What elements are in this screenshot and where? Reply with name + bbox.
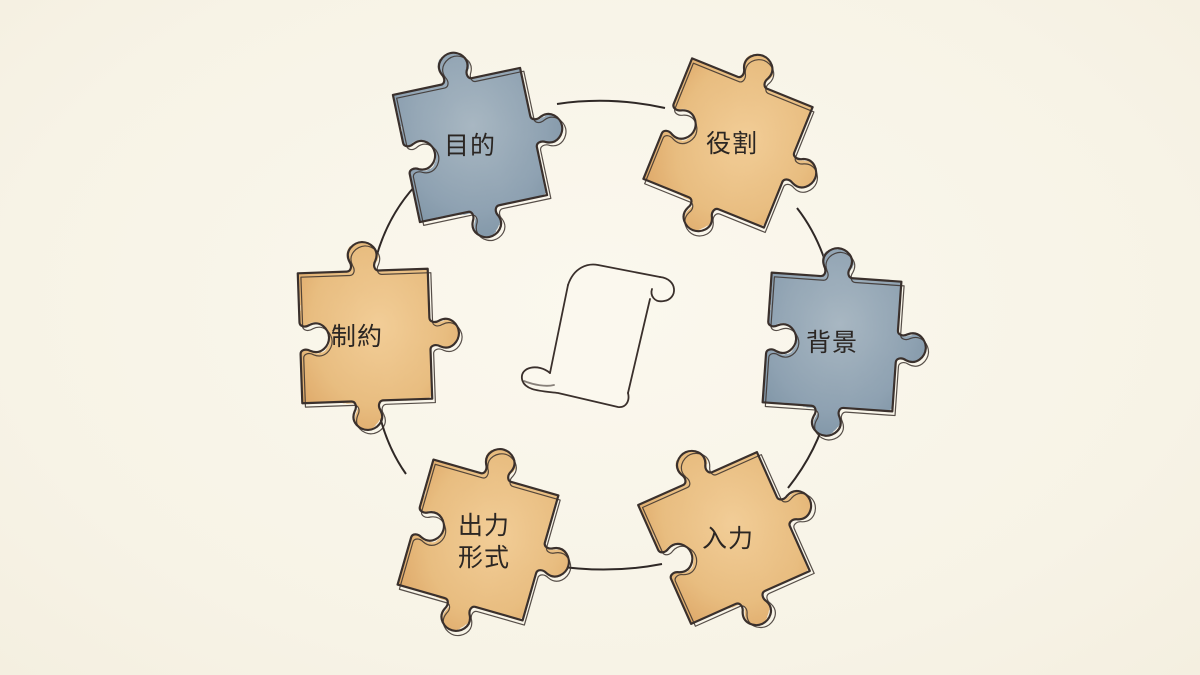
puzzle-piece-output-format: 出力 形式 [388,430,597,662]
puzzle-piece-role: 役割 [631,30,853,271]
piece-label-purpose: 目的 [444,131,496,160]
ring-segment-purpose-role [556,99,666,109]
puzzle-piece-input: 入力 [625,412,854,654]
puzzle-piece-constraints: 制約 [295,237,466,437]
piece-label-output-format-line2: 形式 [458,543,510,572]
piece-label-input: 入力 [702,524,754,553]
scroll-icon [521,263,676,408]
ring-segment-input-output [555,563,663,571]
piece-label-role: 役割 [706,129,758,158]
puzzle-piece-purpose: 目的 [385,32,586,255]
piece-label-constraints: 制約 [331,322,383,351]
piece-label-output-format-line1: 出力 [458,511,510,540]
ring-segment-constraints-purpose [374,185,416,263]
puzzle-piece-background: 背景 [759,242,936,448]
piece-label-background: 背景 [806,328,858,357]
